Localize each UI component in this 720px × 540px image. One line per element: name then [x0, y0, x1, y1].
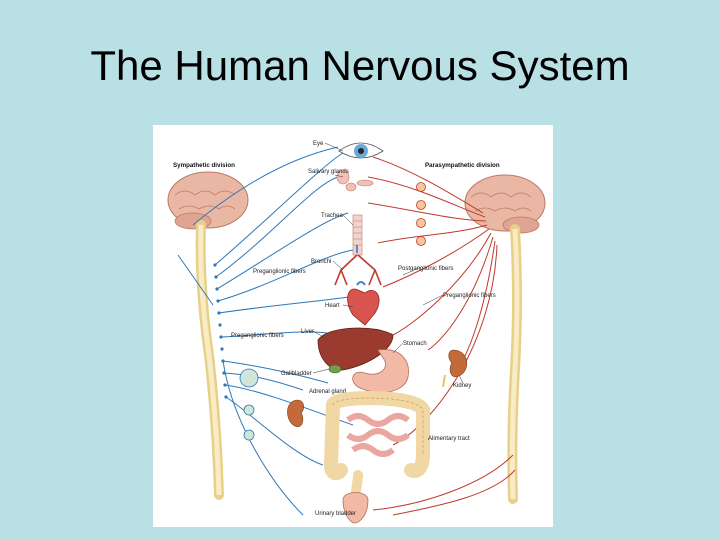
sympathetic-division-label: Sympathetic division: [173, 162, 235, 169]
postganglionic-fibers-right-label: Postganglionic fibers: [398, 266, 453, 272]
liver-label: Liver: [301, 329, 314, 335]
leader-lines: [312, 142, 464, 384]
liver-icon: [317, 327, 394, 371]
gallbladder-icon: [328, 364, 342, 374]
sympathetic-nerves: [177, 146, 364, 516]
parasympathetic-nerves: [367, 156, 516, 516]
eye-icon: [338, 142, 384, 159]
stomach-label: Stomach: [403, 341, 427, 347]
nervous-system-diagram: Sympathetic division Parasympathetic div…: [153, 125, 553, 527]
left-brain-icon: [167, 171, 249, 230]
eye-label: Eye: [313, 141, 324, 147]
adrenal-gland-label: Adrenal gland: [309, 389, 346, 395]
parasympathetic-ganglia: [416, 182, 426, 246]
heart-label: Heart: [325, 303, 340, 309]
kidney-left-icon: [287, 399, 304, 428]
alimentary-tract-icon: [323, 391, 430, 510]
trachea-icon: [352, 214, 363, 256]
trachea-label: Trachea: [321, 213, 343, 219]
alimentary-tract-label: Alimentary tract: [428, 436, 470, 442]
preganglionic-fibers-left-lower-label: Preganglionic fibers: [231, 333, 284, 339]
right-brain-icon: [464, 174, 546, 234]
salivary-glands-label: Salivary glands: [308, 169, 349, 175]
kidney-label: Kidney: [453, 383, 471, 389]
parasympathetic-division-label: Parasympathetic division: [425, 162, 500, 169]
urinary-bladder-label: Urinary bladder: [315, 511, 356, 517]
preganglionic-fibers-right-label: Preganglionic fibers: [443, 293, 496, 299]
gallbladder-label: Gallbladder: [281, 371, 312, 377]
bronchi-label: Bronchi: [311, 259, 331, 265]
heart-icon: [347, 281, 380, 326]
stomach-icon: [352, 349, 409, 393]
slide-title: The Human Nervous System: [90, 42, 630, 89]
urinary-bladder-icon: [342, 492, 369, 524]
kidney-right-icon: [442, 349, 468, 388]
bronchi-icon: [334, 245, 382, 286]
preganglionic-fibers-left-label: Preganglionic fibers: [253, 269, 306, 275]
sympathetic-ganglia: [239, 368, 259, 441]
